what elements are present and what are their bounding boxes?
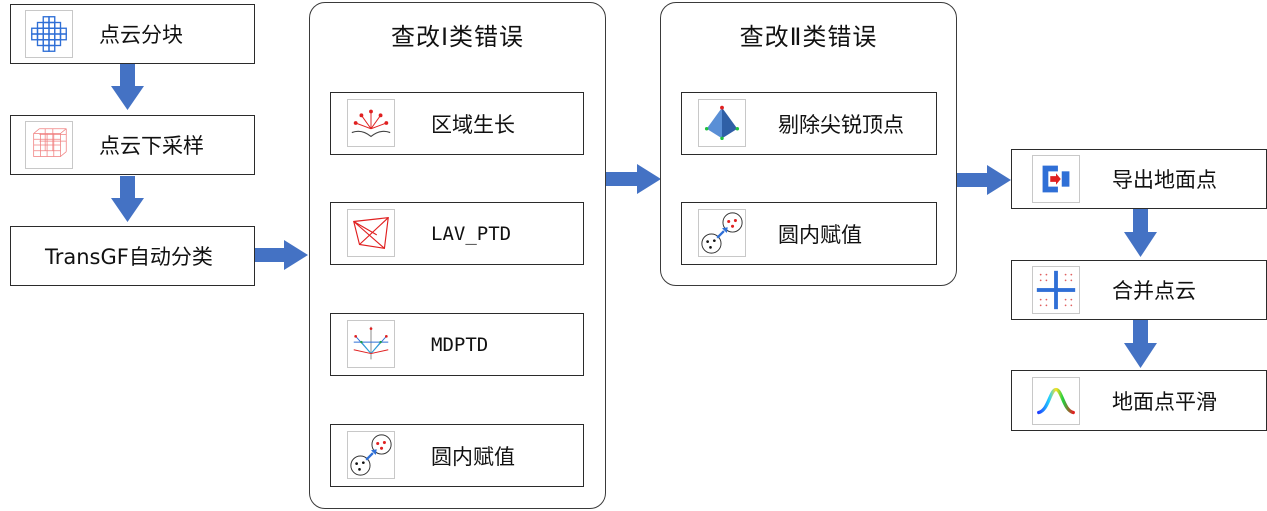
node-label: 地面点平滑 bbox=[1112, 389, 1217, 414]
node-remove-sharp-vertex[interactable]: 剔除尖锐顶点 bbox=[681, 92, 937, 155]
circle-assign-icon bbox=[698, 209, 746, 257]
pyramid-icon bbox=[698, 99, 746, 147]
arrow-export-to-merge bbox=[1124, 209, 1157, 257]
circle-assign-icon bbox=[347, 431, 395, 479]
group-type1-errors: 查改Ⅰ类错误 区域生长 LAV_PTD bbox=[309, 2, 606, 509]
smooth-curve-icon bbox=[1032, 377, 1080, 425]
node-point-cloud-downsample[interactable]: 点云下采样 bbox=[10, 115, 255, 175]
node-label: 点云下采样 bbox=[99, 134, 204, 158]
downsample-grid-icon bbox=[25, 121, 73, 169]
node-label: LAV_PTD bbox=[431, 222, 512, 245]
arrow-group1-to-group2 bbox=[605, 164, 661, 194]
group-title: 查改Ⅰ类错误 bbox=[390, 23, 525, 51]
node-label: 圆内赋值 bbox=[778, 222, 862, 247]
arrow-classify-to-group1 bbox=[254, 240, 308, 270]
arrow-merge-to-smooth bbox=[1124, 320, 1157, 368]
group-type2-errors: 查改Ⅱ类错误 剔除尖锐顶点 圆内赋值 bbox=[660, 2, 957, 286]
group-title: 查改Ⅱ类错误 bbox=[739, 23, 878, 51]
node-label: 点云分块 bbox=[99, 23, 183, 47]
node-ground-smooth[interactable]: 地面点平滑 bbox=[1011, 370, 1267, 431]
node-export-ground[interactable]: 导出地面点 bbox=[1011, 149, 1267, 209]
node-label: MDPTD bbox=[431, 333, 489, 356]
export-icon bbox=[1032, 155, 1080, 203]
node-label: 区域生长 bbox=[431, 112, 515, 137]
node-point-cloud-blocks[interactable]: 点云分块 bbox=[10, 4, 255, 64]
node-label: 导出地面点 bbox=[1112, 168, 1217, 192]
node-label: TransGF自动分类 bbox=[45, 245, 213, 269]
node-lav-ptd[interactable]: LAV_PTD bbox=[330, 202, 584, 265]
arrow-blocks-to-downsample bbox=[111, 64, 144, 110]
node-label: 圆内赋值 bbox=[431, 444, 515, 469]
arrow-group2-to-export bbox=[957, 165, 1011, 195]
node-label: 合并点云 bbox=[1112, 279, 1196, 303]
arrow-downsample-to-classify bbox=[111, 176, 144, 222]
node-merge-point-cloud[interactable]: 合并点云 bbox=[1011, 260, 1267, 320]
node-label: 剔除尖锐顶点 bbox=[778, 112, 904, 137]
merge-cross-icon bbox=[1032, 266, 1080, 314]
node-mdptd[interactable]: MDPTD bbox=[330, 313, 584, 376]
triangle-mesh-icon bbox=[347, 209, 395, 257]
node-circle-assign[interactable]: 圆内赋值 bbox=[330, 424, 584, 487]
node-region-growing[interactable]: 区域生长 bbox=[330, 92, 584, 155]
grid-blocks-icon bbox=[25, 10, 73, 58]
node-circle-assign-2[interactable]: 圆内赋值 bbox=[681, 202, 937, 265]
node-transgf-classify[interactable]: TransGF自动分类 bbox=[10, 226, 255, 286]
multi-direction-icon bbox=[347, 320, 395, 368]
region-growing-icon bbox=[347, 99, 395, 147]
